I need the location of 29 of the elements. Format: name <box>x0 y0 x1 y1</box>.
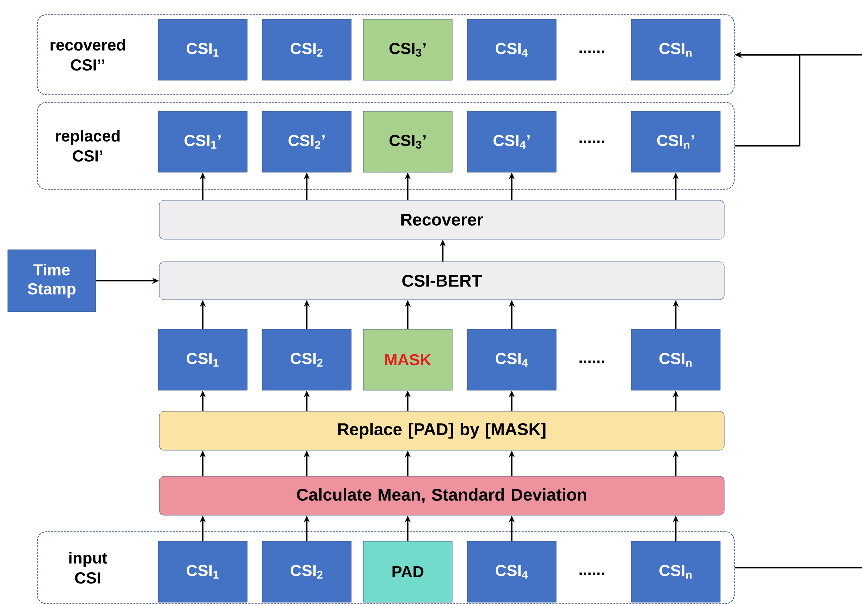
token-box: CSI$_{2}$ <box>262 329 352 391</box>
token-box: CSI$_{2}$ <box>262 541 352 603</box>
token-box: CSI$_{4}$ <box>467 19 557 81</box>
token-box: CSI$_{4}$ <box>467 541 557 603</box>
token-box: CSI$_{3}$’ <box>363 111 453 173</box>
token-box: CSI$_{1}$ <box>158 541 248 603</box>
token-box: CSI$_{n}$’ <box>631 111 721 173</box>
mask-box: MASK <box>363 329 453 391</box>
ellipsis: ...... <box>580 572 604 576</box>
layer-bar: Replace [PAD] by [MASK] <box>159 411 725 451</box>
token-box: CSI$_{4}$ <box>467 329 557 391</box>
token-box: CSI$_{4}$’ <box>467 111 557 173</box>
token-box: CSI$_{1}$ <box>158 19 248 81</box>
token-box: CSI$_{n}$ <box>631 541 721 603</box>
token-box: CSI$_{1}$ <box>158 329 248 391</box>
token-box: CSI$_{2}$’ <box>262 111 352 173</box>
layer-bar: Recoverer <box>159 200 725 240</box>
input-box: Time Stamp <box>8 250 96 312</box>
token-box: CSI$_{n}$ <box>631 329 721 391</box>
layer-bar: CSI-BERT <box>159 262 725 300</box>
token-box: CSI$_{1}$’ <box>158 111 248 173</box>
layer-bar: Calculate Mean, Standard Deviation <box>159 476 725 516</box>
token-box: CSI$_{2}$ <box>262 19 352 81</box>
ellipsis: ...... <box>580 50 604 54</box>
ellipsis: ...... <box>580 140 604 144</box>
token-box: CSI$_{n}$ <box>631 19 721 81</box>
ellipsis: ...... <box>580 360 604 364</box>
token-box: CSI$_{3}$’ <box>363 19 453 81</box>
pad-box: PAD <box>363 541 453 603</box>
